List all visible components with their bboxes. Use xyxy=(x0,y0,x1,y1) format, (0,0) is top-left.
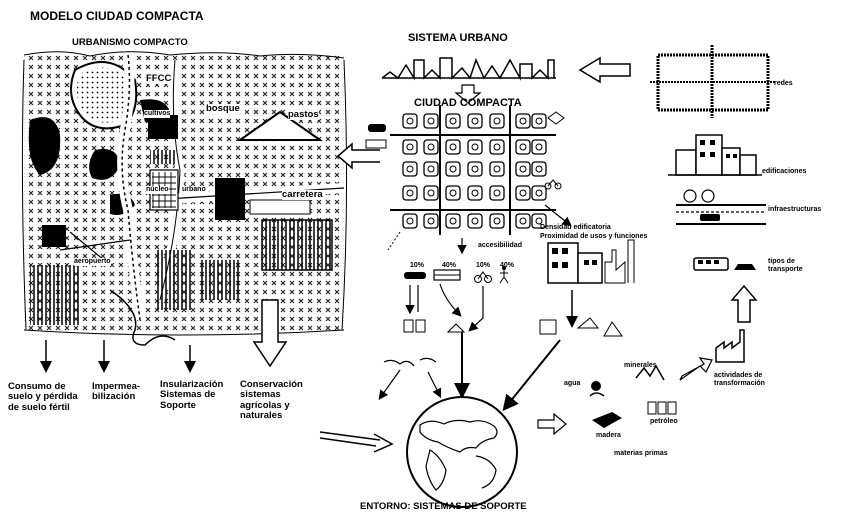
label-carretera: carretera xyxy=(282,190,323,200)
label-urbano: urbano xyxy=(182,186,206,194)
label-accesibilidad: accesibilidad xyxy=(478,242,522,250)
city-block xyxy=(532,186,546,200)
city-block xyxy=(516,214,530,228)
urban-system-skyline xyxy=(382,58,556,78)
up-arrow xyxy=(732,286,756,322)
label-actividades: actividades de transformación xyxy=(714,372,778,387)
label-petroleo: petróleo xyxy=(650,418,678,426)
label-agua: agua xyxy=(564,380,580,388)
entorno-title: ENTORNO: SISTEMAS DE SOPORTE xyxy=(360,502,527,512)
label-bosque: bosque xyxy=(206,104,240,114)
buildings-icon xyxy=(668,135,762,175)
pct-car: 10% xyxy=(410,262,424,270)
label-minerales: minerales xyxy=(624,362,657,370)
pct-bus: 40% xyxy=(442,262,456,270)
label-edificaciones: edificaciones xyxy=(762,168,806,176)
city-block xyxy=(468,140,482,154)
city-block xyxy=(424,214,438,228)
city-block xyxy=(468,162,482,176)
conservation-arrow xyxy=(374,434,392,452)
city-block xyxy=(403,114,417,128)
city-block xyxy=(468,114,482,128)
city-block xyxy=(490,162,504,176)
city-block xyxy=(490,114,504,128)
city-block xyxy=(403,186,417,200)
main-title: MODELO CIUDAD COMPACTA xyxy=(30,10,204,23)
pct-bike: 10% xyxy=(476,262,490,270)
city-block xyxy=(490,214,504,228)
city-block xyxy=(516,114,530,128)
city-block xyxy=(468,214,482,228)
label-conservacion: Conservación sistemas agrícolas y natura… xyxy=(240,380,318,422)
label-tipos-transporte: tipos de transporte xyxy=(768,258,808,273)
city-block xyxy=(516,186,530,200)
city-block xyxy=(424,114,438,128)
city-block xyxy=(446,140,460,154)
sistema-urbano-title: SISTEMA URBANO xyxy=(408,32,508,44)
city-block xyxy=(532,140,546,154)
urbanismo-title: URBANISMO COMPACTO xyxy=(72,38,188,48)
city-block xyxy=(403,162,417,176)
label-redes: redes xyxy=(774,80,793,88)
networks-grid xyxy=(650,45,775,118)
city-block xyxy=(532,162,546,176)
label-impermea: Impermea- bilización xyxy=(92,382,154,403)
transport-types-icon xyxy=(694,258,756,270)
label-infraestructuras: infraestructuras xyxy=(768,206,821,214)
transport-modes xyxy=(380,266,508,398)
factory-icon xyxy=(716,330,744,362)
networks-arrow xyxy=(580,58,630,82)
label-proximidad: Proximidad de usos y funciones xyxy=(540,233,647,241)
label-ffcc: FFCC xyxy=(146,74,171,84)
city-block xyxy=(424,162,438,176)
city-block xyxy=(490,186,504,200)
city-block xyxy=(424,186,438,200)
city-block xyxy=(403,140,417,154)
pct-walk: 40% xyxy=(500,262,514,270)
label-cultivos: cultivos xyxy=(144,110,170,118)
city-block xyxy=(490,140,504,154)
city-block xyxy=(424,140,438,154)
city-block xyxy=(403,214,417,228)
label-aeropuerto: aeropuerto xyxy=(74,258,111,266)
label-consumo: Consumo de suelo y pérdida de suelo fért… xyxy=(8,382,88,413)
ciudad-compacta-title: CIUDAD COMPACTA xyxy=(414,97,522,109)
city-block xyxy=(446,162,460,176)
label-materias-primas: materias primas xyxy=(614,450,668,458)
city-block xyxy=(446,186,460,200)
city-block xyxy=(532,114,546,128)
label-insularizacion: Insularización Sistemas de Soporte xyxy=(160,380,236,411)
city-block xyxy=(468,186,482,200)
label-madera: madera xyxy=(596,432,621,440)
infrastructures-icon xyxy=(676,190,766,224)
city-block xyxy=(516,140,530,154)
globe-icon xyxy=(407,397,517,507)
label-densidad: Densidad edificatoria xyxy=(540,224,611,232)
diagonal-arrow xyxy=(680,358,712,380)
city-block xyxy=(446,114,460,128)
city-block xyxy=(446,214,460,228)
label-pastos: pastos xyxy=(288,110,319,120)
city-block xyxy=(516,162,530,176)
label-nucleo: núcleo xyxy=(146,186,169,194)
